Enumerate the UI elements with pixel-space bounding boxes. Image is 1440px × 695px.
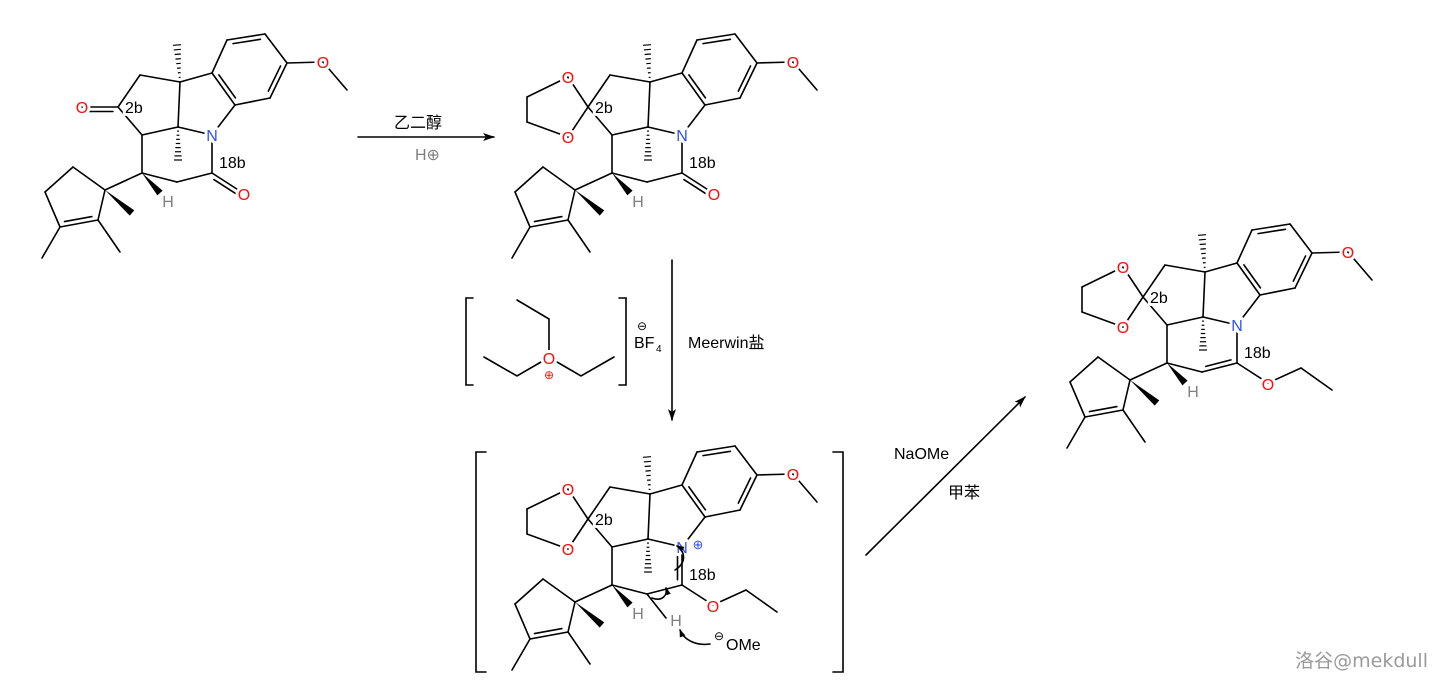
methoxide-charge: ⊖ — [714, 629, 724, 643]
locant-18b: 18b — [219, 155, 246, 172]
methoxy-oxygen: O — [787, 55, 799, 72]
ketal-lactam: O O O O N H 2b 18b — [511, 33, 818, 259]
iminium-charge: ⊕ — [693, 537, 704, 552]
starting-material-diketone: O O O N H 2b 18b — [41, 33, 348, 259]
ketal-oxygen: O — [562, 130, 574, 147]
hydrogen-atom: H — [632, 194, 644, 211]
nitrogen-atom: N — [206, 128, 218, 145]
lactam-oxygen: O — [708, 187, 720, 204]
methoxy-oxygen: O — [787, 467, 799, 484]
watermark: 洛谷@mekdull — [1295, 650, 1428, 672]
tetrafluoroborate-subscript: 4 — [656, 344, 662, 355]
nitrogen-atom: N — [676, 128, 688, 145]
reagent-sodium-methoxide: NaOMe — [894, 446, 949, 463]
reagent-ethylene-glycol: 乙二醇 — [394, 114, 442, 132]
tetrafluoroborate-charge: ⊖ — [637, 319, 647, 333]
oxonium-oxygen: O — [543, 351, 555, 368]
nitrogen-atom: N — [1231, 318, 1243, 335]
iminium-intermediate: O O O O N H 2b 18b ⊕ H ⊖OMe — [511, 445, 818, 671]
enol-ether-product: O O O O N H 2b 18b — [1066, 223, 1373, 449]
locant-2b: 2b — [1150, 290, 1168, 307]
reaction-arrow-step2: Meerwin盐 — [668, 259, 764, 421]
hydrogen-atom: H — [162, 194, 174, 211]
methoxy-oxygen: O — [317, 55, 329, 72]
locant-18b: 18b — [689, 567, 716, 584]
locant-2b: 2b — [595, 100, 613, 117]
catalyst-acid: H⊕ — [415, 147, 440, 164]
hydrogen-atom: H — [632, 606, 644, 623]
oxonium-charge: ⊕ — [544, 368, 554, 382]
intermediate-bracket-right — [832, 451, 844, 673]
ketal-oxygen: O — [1117, 260, 1129, 277]
methoxy-oxygen: O — [1342, 245, 1354, 262]
locant-2b: 2b — [595, 512, 613, 529]
tetrafluoroborate-label: BF — [634, 335, 655, 352]
lactam-oxygen: O — [238, 187, 250, 204]
meerwein-salt-structure: O ⊕ ⊖ BF 4 — [465, 297, 662, 386]
ketone-oxygen: O — [76, 100, 88, 117]
methoxide-label: OMe — [726, 637, 761, 654]
nitrogen-atom: N — [676, 540, 688, 557]
acidic-hydrogen: H — [670, 613, 682, 630]
ketal-oxygen: O — [1117, 320, 1129, 337]
ethoxy-oxygen: O — [707, 599, 719, 616]
locant-18b: 18b — [1244, 345, 1271, 362]
ethoxy-oxygen: O — [1262, 377, 1274, 394]
reaction-arrow-step3: NaOMe 甲苯 — [865, 396, 1026, 556]
reagent-meerwein-label: Meerwin盐 — [688, 334, 764, 352]
ketal-oxygen: O — [562, 482, 574, 499]
locant-18b: 18b — [689, 155, 716, 172]
intermediate-bracket-left — [475, 451, 487, 673]
ketal-oxygen: O — [562, 70, 574, 87]
reaction-arrow-step1: 乙二醇 H⊕ — [357, 114, 495, 164]
locant-2b: 2b — [125, 100, 143, 117]
hydrogen-atom: H — [1187, 384, 1199, 401]
ketal-oxygen: O — [562, 542, 574, 559]
solvent-toluene: 甲苯 — [948, 484, 980, 502]
